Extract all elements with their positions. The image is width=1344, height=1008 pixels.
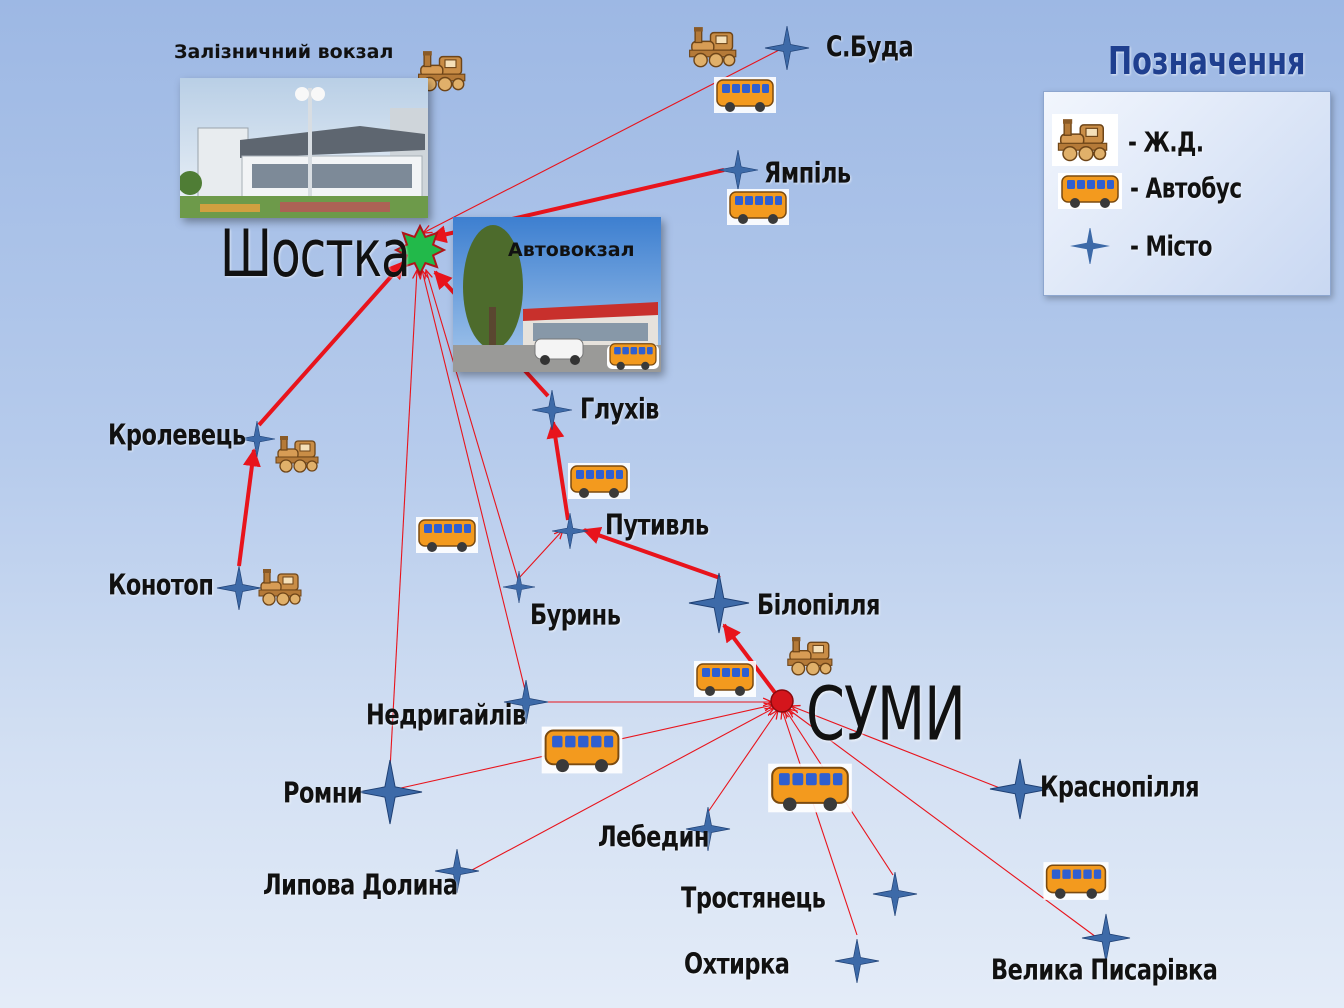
city-label-putyvl: Путивль <box>605 508 709 542</box>
city-star-icon <box>1070 226 1110 266</box>
city-label-shostka: Шостка <box>220 216 411 292</box>
legend-city-swatch <box>1066 226 1114 266</box>
bus-icons <box>416 77 1109 900</box>
city-label-krasnopillia: Краснопілля <box>1040 770 1200 804</box>
city-label-okhtyrka: Охтирка <box>684 947 790 981</box>
city-label-bilopillia: Білопілля <box>757 588 880 622</box>
city-label-buryn: Буринь <box>530 598 621 632</box>
route-buryn-shostka <box>426 270 520 584</box>
legend-bus-swatch <box>1058 173 1122 209</box>
legend-bus-label: - Автобус <box>1130 172 1242 205</box>
city-label-glukhiv: Глухів <box>580 392 659 426</box>
city-label-krolevets: Кролевець <box>108 418 246 452</box>
train-icon <box>688 26 737 68</box>
legend-title: Позначення <box>1108 38 1306 84</box>
legend-train-label: - Ж.Д. <box>1128 126 1204 159</box>
city-label-romny: Ромни <box>283 776 363 810</box>
train-icon <box>275 435 319 473</box>
city-star-icon <box>217 566 261 610</box>
city-star-icon <box>689 573 749 633</box>
city-label-sumy: СУМИ <box>806 670 966 758</box>
bus-station-caption: Автовокзал <box>508 239 635 261</box>
route-konotop-krolevets <box>237 448 261 567</box>
legend-city-label: - Місто <box>1130 230 1213 263</box>
route-bilopillia-putyvl <box>582 526 721 580</box>
city-label-s-buda: С.Буда <box>826 30 914 64</box>
bus-icon <box>1061 175 1119 209</box>
legend-train-swatch <box>1052 114 1118 166</box>
city-label-velyka-pysarivka: Велика Писарівка <box>991 953 1218 987</box>
thin-routes-to-sumy <box>391 530 1097 938</box>
route-romny-shostka <box>388 270 417 789</box>
railway-station-photo <box>180 78 428 218</box>
city-star-icon <box>552 513 588 549</box>
railway-station-caption: Залізничний вокзал <box>174 41 394 63</box>
bus-station-photo <box>453 217 661 372</box>
train-icon <box>258 568 302 606</box>
city-star-icon <box>765 26 809 70</box>
route-krolevets-shostka <box>257 260 406 427</box>
route-lebedyn-sumy <box>707 710 778 813</box>
city-star-icon <box>358 760 422 824</box>
city-star-icon <box>718 150 758 190</box>
route-nedryhailiv-shostka <box>422 270 528 699</box>
route-buryn-putyvl <box>518 530 563 579</box>
shostka-star-icon <box>393 223 447 277</box>
city-label-konotop: Конотоп <box>108 568 214 602</box>
route-sumy-bilopillia <box>722 623 778 696</box>
route-krasnopillia-sumy <box>791 706 1011 793</box>
sumy-dot-icon <box>770 689 794 713</box>
route-putyvl-glukhiv <box>546 420 570 521</box>
route-okhtyrka-sumy <box>782 710 858 936</box>
city-label-lypova-dolyna: Липова Долина <box>263 868 458 902</box>
city-star-icon <box>873 872 917 916</box>
city-label-yampil: Ямпіль <box>764 156 851 190</box>
city-label-trostianets: Тростянець <box>681 881 826 915</box>
route-lypova-sumy <box>471 708 774 871</box>
city-label-nedryhailiv: Недригайлів <box>366 698 526 732</box>
train-icon <box>1057 118 1108 162</box>
city-label-lebedyn: Лебедин <box>598 820 709 854</box>
city-star-icon <box>835 939 879 983</box>
city-star-icon <box>532 390 572 430</box>
